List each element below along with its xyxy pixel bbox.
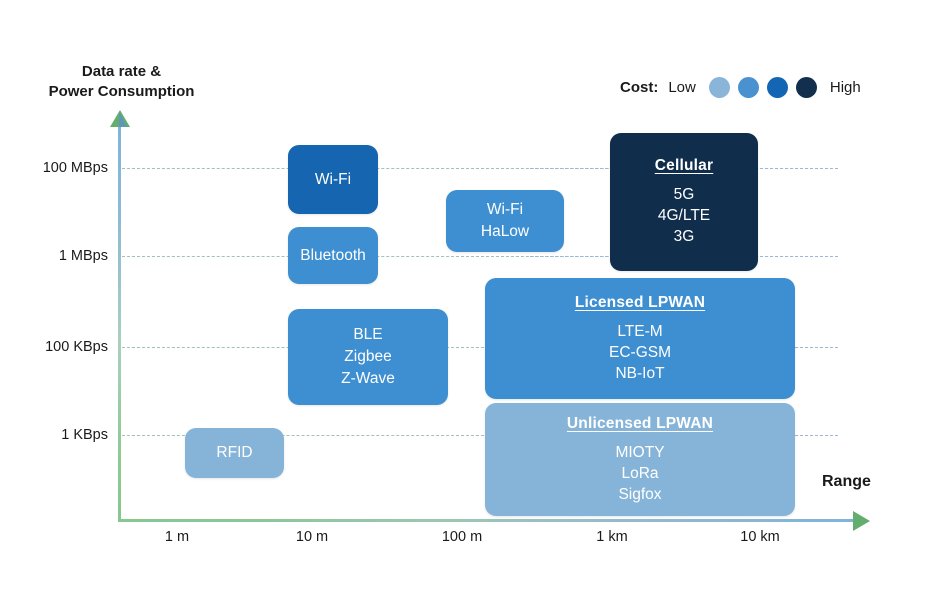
x-tick-label: 10 m <box>295 529 329 545</box>
tech-box-line: Z-Wave <box>341 370 395 387</box>
legend-high-label: High <box>829 78 861 96</box>
legend-swatch-2 <box>737 76 759 98</box>
tech-box-line: 5G <box>673 186 695 203</box>
tech-box-line: Sigfox <box>618 485 662 503</box>
x-tick-label: 10 km <box>740 529 780 545</box>
y-tick-label: 100 MBps <box>42 160 108 176</box>
legend-low-label: Low <box>668 78 696 96</box>
tech-box-cellular[interactable]: Cellular 5G 4G/LTE 3G <box>610 133 758 271</box>
cost-legend: Cost: Low High <box>620 74 861 100</box>
tech-box-line: EC-GSM <box>609 343 671 361</box>
y-axis-arrow-tint-icon <box>119 112 127 127</box>
legend-swatches <box>705 76 821 98</box>
tech-box-line: MIOTY <box>615 443 665 461</box>
tech-box-line: LTE-M <box>617 322 663 340</box>
tech-box-bluetooth[interactable]: Bluetooth <box>288 227 378 284</box>
y-tick-label: 1 KBps <box>61 427 108 443</box>
tech-box-line: HaLow <box>480 223 530 240</box>
legend-swatch-4 <box>795 76 817 98</box>
legend-swatch-1 <box>708 76 730 98</box>
x-axis-line <box>118 519 858 522</box>
tech-box-line: Wi-Fi <box>486 201 524 218</box>
tech-box-title: Licensed LPWAN <box>574 293 706 311</box>
gridline-2 <box>122 256 838 257</box>
y-axis-title: Data rate & Power Consumption <box>48 63 195 100</box>
y-axis-line <box>118 122 121 522</box>
tech-box-line: LoRa <box>621 464 659 482</box>
x-axis-title: Range <box>822 473 871 490</box>
tech-box-title: Cellular <box>654 157 714 174</box>
x-tick-label: 100 m <box>441 529 483 545</box>
gridline-4 <box>122 435 838 436</box>
tech-box-line: BLE <box>353 326 383 343</box>
y-tick-label: 1 MBps <box>58 248 108 264</box>
gridline-1 <box>122 168 838 169</box>
x-tick-label: 1 km <box>596 529 628 545</box>
tech-box-line: Wi-Fi <box>314 170 352 188</box>
x-tick-label: 1 m <box>164 529 190 545</box>
gridline-3 <box>122 347 838 348</box>
tech-box-line: NB-IoT <box>615 364 665 382</box>
tech-box-line: Bluetooth <box>300 246 366 264</box>
tech-box-licensed-lpwan[interactable]: Licensed LPWAN LTE-M EC-GSM NB-IoT <box>485 278 795 399</box>
legend-title: Cost: <box>620 78 659 96</box>
legend-swatch-3 <box>766 76 788 98</box>
y-tick-label: 100 KBps <box>45 339 108 355</box>
tech-box-wifi[interactable]: Wi-Fi <box>288 145 378 214</box>
x-axis-arrow-icon <box>853 511 870 531</box>
tech-box-line: 4G/LTE <box>657 207 711 224</box>
tech-box-rfid[interactable]: RFID <box>185 428 284 478</box>
tech-box-line: RFID <box>216 444 253 461</box>
tech-box-line: 3G <box>673 228 695 245</box>
tech-box-line: Zigbee <box>344 348 392 365</box>
tech-box-title: Unlicensed LPWAN <box>566 414 714 432</box>
